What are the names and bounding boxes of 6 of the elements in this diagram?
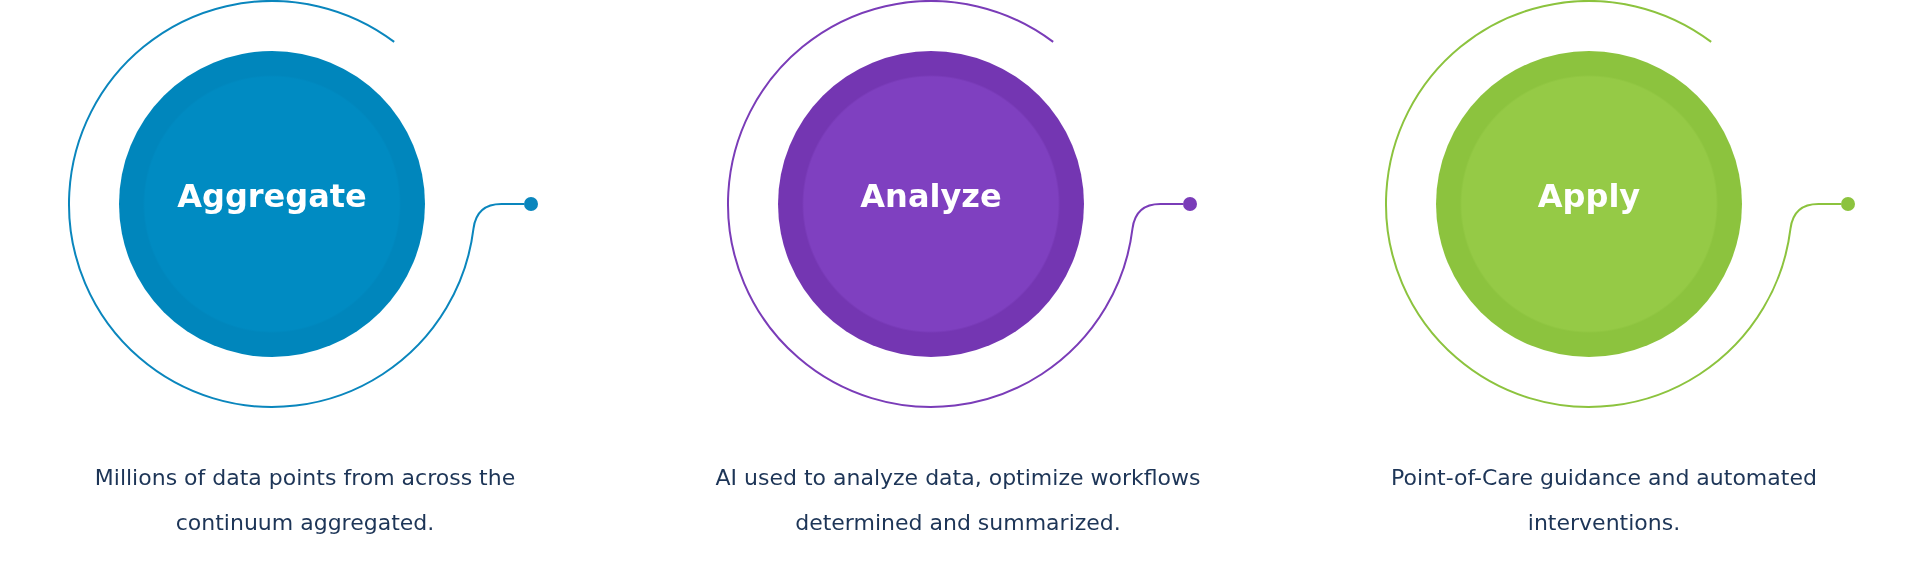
step-title: Analyze [860,177,1002,215]
step-description: Millions of data points from across the continuum aggregated. [93,464,517,537]
step-title: Apply [1537,177,1641,215]
step-title: Aggregate [177,177,367,215]
step-description: Point-of-Care guidance and automated interventions. [1390,464,1818,537]
step-description: AI used to analyze data, optimize workflows determined and summarized. [714,464,1202,537]
